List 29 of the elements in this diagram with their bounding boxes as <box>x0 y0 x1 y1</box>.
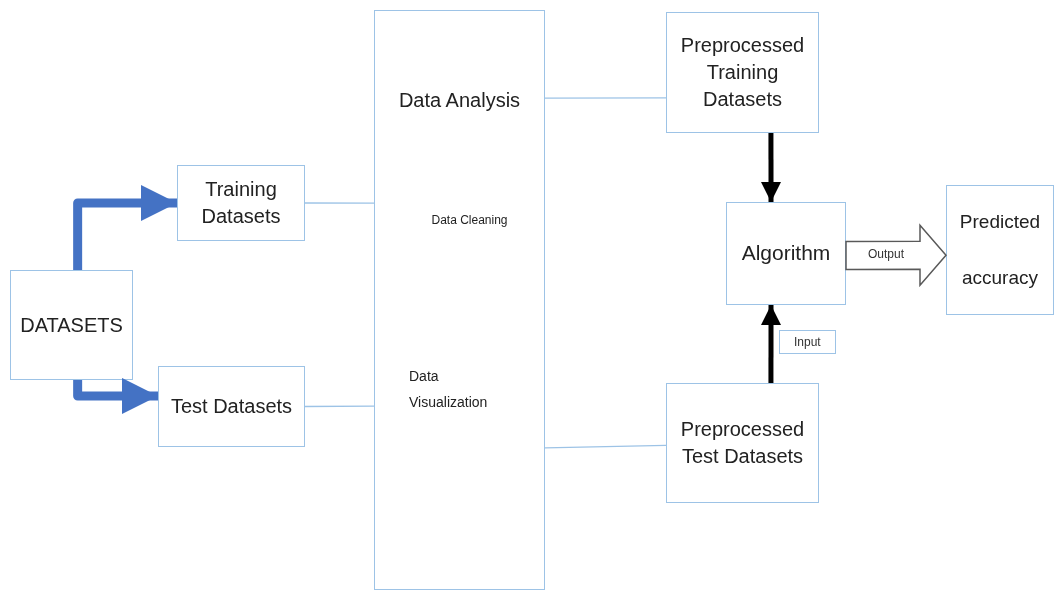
process-box <box>726 202 846 305</box>
box-text: Training Datasets <box>200 177 282 229</box>
connector-line <box>304 405 375 408</box>
box-text: Test Datasets <box>170 394 293 419</box>
box-text: Preprocessed Test Datasets <box>679 417 806 469</box>
box-text: Data Visualization <box>409 367 489 412</box>
arrow <box>73 185 177 270</box>
process-box <box>10 270 133 380</box>
box-text: Data Analysis <box>397 88 522 113</box>
arrow <box>73 377 158 414</box>
box-text: Predicted accuracy <box>958 210 1042 290</box>
process-box <box>946 185 1054 315</box>
process-box <box>177 165 305 241</box>
connector-line <box>544 444 667 449</box>
arrow <box>761 133 781 202</box>
box-text: DATASETS <box>20 312 123 338</box>
box-text: Preprocessed Training Datasets <box>679 33 806 112</box>
edge-label: Input <box>778 330 836 354</box>
connector-line <box>304 202 375 204</box>
block-arrow <box>845 223 947 288</box>
connector-line <box>544 97 667 99</box>
arrow <box>761 305 781 383</box>
edge-label: Output <box>868 246 905 264</box>
process-box <box>666 12 819 133</box>
process-box <box>374 10 545 590</box>
box-text: Data Cleaning <box>430 212 509 229</box>
process-box <box>158 366 305 447</box>
box-text: Algorithm <box>741 240 831 267</box>
process-box <box>666 383 819 503</box>
